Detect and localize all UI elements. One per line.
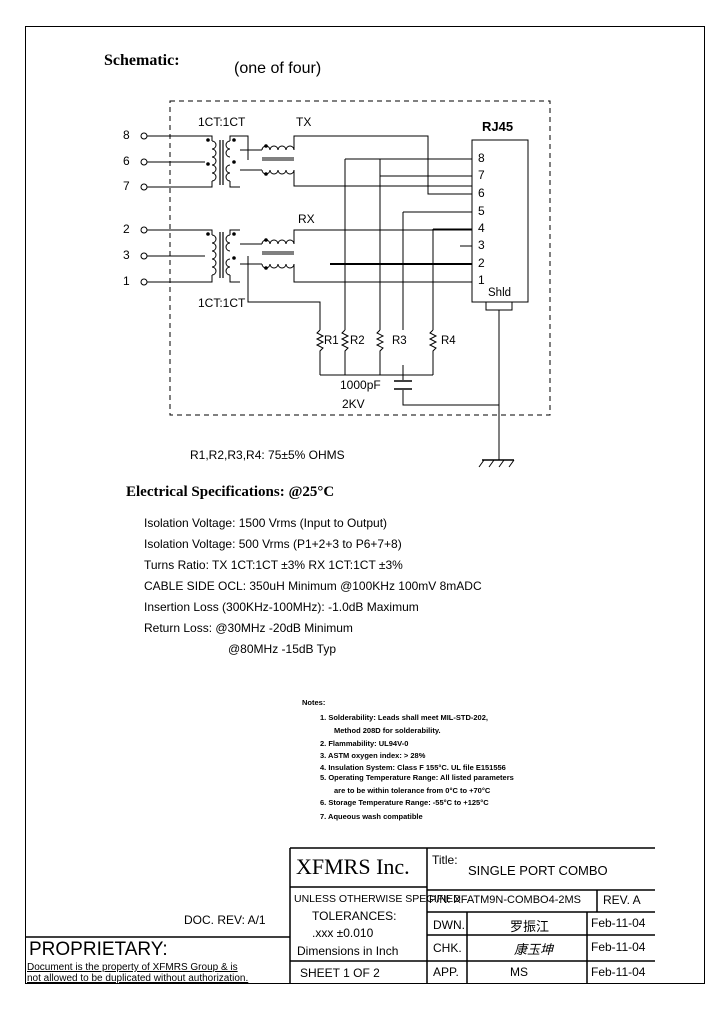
resistors [315, 329, 438, 376]
left-pin: 6 [123, 154, 130, 168]
left-pin: 3 [123, 248, 130, 262]
revision: REV. A [603, 893, 641, 907]
tolerance-value: .xxx ±0.010 [312, 926, 374, 940]
schematic-subtitle: (one of four) [234, 60, 322, 77]
app-date: Feb-11-04 [591, 965, 646, 979]
rj45-label: RJ45 [482, 119, 514, 134]
capacitor-value: 1000pF [340, 378, 381, 392]
note-line: 3. ASTM oxygen index: > 28% [320, 751, 426, 760]
proprietary-line: not allowed to be duplicated without aut… [27, 973, 249, 984]
unless-specified: UNLESS OTHERWISE SPECIFIED [294, 893, 461, 905]
app-signature: MS [510, 965, 528, 979]
rx-label: RX [298, 212, 315, 226]
left-pin-circles [140, 132, 148, 286]
rj-pin: 1 [478, 273, 485, 287]
note-line: 5. Operating Temperature Range: All list… [320, 773, 514, 782]
capacitor [394, 365, 499, 406]
chk-signature: 康玉坤 [514, 943, 554, 958]
proprietary-line: Document is the property of XFMRS Group … [27, 962, 238, 973]
tolerances-label: TOLERANCES: [312, 909, 397, 923]
left-pin: 8 [123, 128, 130, 142]
chk-label: CHK. [433, 941, 462, 955]
note-line: 4. Insulation System: Class F 155°C. UL … [320, 763, 506, 772]
title-label: Title: [432, 853, 458, 867]
rj-pin: 6 [478, 186, 485, 200]
note-line: 2. Flammability: UL94V-0 [320, 739, 409, 748]
dwn-label: DWN. [433, 918, 465, 932]
dimensions-unit: Dimensions in Inch [297, 944, 399, 958]
note-line: 6. Storage Temperature Range: -55°C to +… [320, 798, 489, 807]
rj45-wiring [330, 158, 472, 330]
note-line: 7. Aqueous wash compatible [320, 812, 423, 821]
polarity-dots [206, 138, 268, 270]
ground-connection [478, 310, 515, 468]
ratio-top-label: 1CT:1CT [198, 115, 246, 129]
note-line: 1. Solderability: Leads shall meet MIL-S… [320, 713, 488, 722]
spec-line: CABLE SIDE OCL: 350uH Minimum @100KHz 10… [144, 579, 482, 593]
rj-pin: 3 [478, 238, 485, 252]
resistor-label: R2 [350, 335, 365, 347]
rj-pin: 8 [478, 151, 485, 165]
rj-pin: 2 [478, 256, 485, 270]
spec-line: Isolation Voltage: 1500 Vrms (Input to O… [144, 516, 388, 530]
spec-line: Return Loss: @30MHz -20dB Minimum [144, 621, 353, 635]
rj-pin: 7 [478, 168, 485, 182]
app-label: APP. [433, 965, 459, 979]
rj-pin: 5 [478, 204, 485, 218]
rx-transformer [147, 229, 472, 330]
resistor-label: R4 [441, 335, 456, 347]
dwn-signature: 罗振江 [510, 920, 550, 935]
resistor-note: R1,R2,R3,R4: 75±5% OHMS [190, 448, 345, 462]
dwn-date: Feb-11-04 [591, 916, 646, 930]
spec-line: Insertion Loss (300KHz-100MHz): -1.0dB M… [144, 600, 419, 614]
tx-transformer [147, 135, 472, 195]
note-line: Method 208D for solderability. [334, 726, 441, 735]
company-name: XFMRS Inc. [296, 854, 410, 879]
spec-line: Turns Ratio: TX 1CT:1CT ±3% RX 1CT:1CT ±… [144, 558, 403, 572]
drawing-frame [25, 26, 705, 984]
left-pin: 1 [123, 274, 130, 288]
spec-line: Isolation Voltage: 500 Vrms (P1+2+3 to P… [144, 537, 402, 551]
shield-tab [485, 301, 513, 311]
doc-revision: DOC. REV: A/1 [184, 913, 266, 927]
notes-title: Notes: [302, 698, 326, 707]
chk-date: Feb-11-04 [591, 940, 646, 954]
electrical-title: Electrical Specifications: @25°C [126, 484, 335, 500]
left-pin: 2 [123, 222, 130, 236]
drawing-title: SINGLE PORT COMBO [468, 863, 608, 878]
left-pin: 7 [123, 179, 130, 193]
rj-pin: 4 [478, 221, 485, 235]
resistor-label: R3 [392, 335, 407, 347]
note-line: are to be within tolerance from 0°C to +… [334, 786, 491, 795]
spec-line: @80MHz -15dB Typ [228, 642, 337, 656]
tx-label: TX [296, 115, 312, 129]
module-outline [169, 100, 551, 416]
ratio-bottom-label: 1CT:1CT [198, 296, 246, 310]
proprietary-heading: PROPRIETARY: [29, 939, 168, 960]
shield-label: Shld [488, 287, 512, 299]
sheet-number: SHEET 1 OF 2 [300, 966, 380, 980]
title-block-grid [25, 847, 655, 984]
resistor-label: R1 [324, 335, 339, 347]
schematic-title: Schematic: [104, 52, 180, 69]
capacitor-voltage: 2KV [342, 397, 365, 411]
part-number: P/N: XFATM9N-COMBO4-2MS [429, 894, 581, 906]
